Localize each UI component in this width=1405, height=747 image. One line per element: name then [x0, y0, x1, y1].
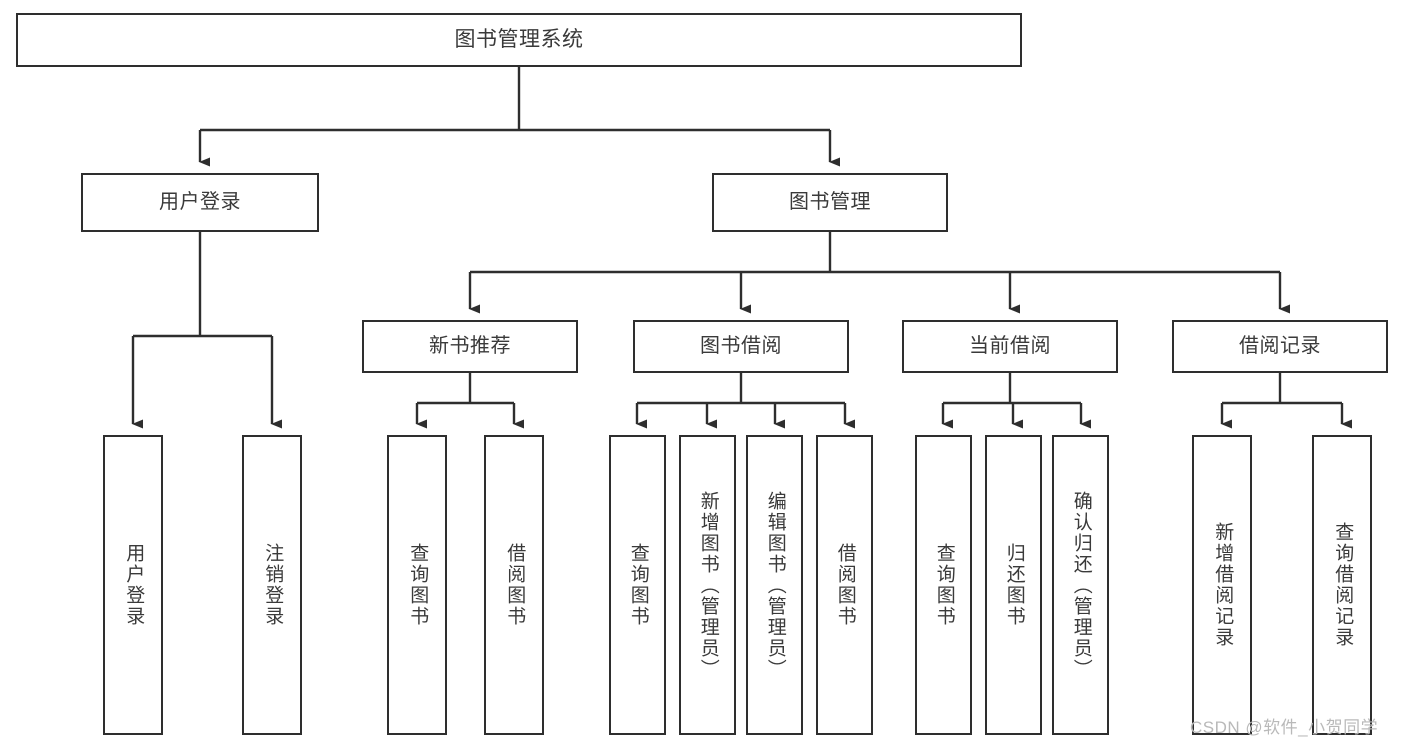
- node-new-book-recommend[interactable]: 新书推荐: [362, 320, 578, 373]
- leaf-edit-book-admin-label: 编辑图书（管理员）: [764, 490, 786, 680]
- leaf-query-borrow-record-label: 查询借阅记录: [1332, 522, 1354, 648]
- leaf-add-book-admin-label: 新增图书（管理员）: [697, 490, 719, 680]
- node-user-login-label: 用户登录: [159, 190, 241, 213]
- node-current-borrow[interactable]: 当前借阅: [902, 320, 1118, 373]
- node-user-login[interactable]: 用户登录: [81, 173, 319, 232]
- leaf-borrow-book-newbook[interactable]: 借阅图书: [484, 435, 544, 735]
- leaf-confirm-return-admin[interactable]: 确认归还（管理员）: [1052, 435, 1109, 735]
- leaf-query-book-borrow-label: 查询图书: [627, 543, 649, 627]
- leaf-confirm-return-admin-label: 确认归还（管理员）: [1070, 490, 1092, 680]
- leaf-user-login-label: 用户登录: [123, 543, 145, 627]
- leaf-add-borrow-record-label: 新增借阅记录: [1212, 522, 1234, 648]
- leaf-query-book-current-label: 查询图书: [933, 543, 955, 627]
- leaf-query-book-borrow[interactable]: 查询图书: [609, 435, 666, 735]
- node-book-management[interactable]: 图书管理: [712, 173, 948, 232]
- leaf-add-book-admin[interactable]: 新增图书（管理员）: [679, 435, 736, 735]
- node-root[interactable]: 图书管理系统: [16, 13, 1022, 67]
- leaf-query-book-current[interactable]: 查询图书: [915, 435, 972, 735]
- leaf-user-login[interactable]: 用户登录: [103, 435, 163, 735]
- leaf-borrow-book-newbook-label: 借阅图书: [504, 543, 526, 627]
- node-new-book-recommend-label: 新书推荐: [429, 334, 511, 357]
- leaf-query-book-newbook-label: 查询图书: [407, 543, 429, 627]
- node-current-borrow-label: 当前借阅: [969, 334, 1051, 357]
- leaf-query-book-newbook[interactable]: 查询图书: [387, 435, 447, 735]
- leaf-lend-book[interactable]: 借阅图书: [816, 435, 873, 735]
- leaf-logout[interactable]: 注销登录: [242, 435, 302, 735]
- node-book-management-label: 图书管理: [789, 190, 871, 213]
- node-borrow-record[interactable]: 借阅记录: [1172, 320, 1388, 373]
- node-borrow-record-label: 借阅记录: [1239, 334, 1321, 357]
- node-book-borrow[interactable]: 图书借阅: [633, 320, 849, 373]
- leaf-return-book-label: 归还图书: [1003, 543, 1025, 627]
- node-book-borrow-label: 图书借阅: [700, 334, 782, 357]
- leaf-logout-label: 注销登录: [262, 543, 284, 627]
- leaf-lend-book-label: 借阅图书: [834, 543, 856, 627]
- leaf-add-borrow-record[interactable]: 新增借阅记录: [1192, 435, 1252, 735]
- leaf-return-book[interactable]: 归还图书: [985, 435, 1042, 735]
- leaf-query-borrow-record[interactable]: 查询借阅记录: [1312, 435, 1372, 735]
- node-root-label: 图书管理系统: [454, 27, 584, 51]
- leaf-edit-book-admin[interactable]: 编辑图书（管理员）: [746, 435, 803, 735]
